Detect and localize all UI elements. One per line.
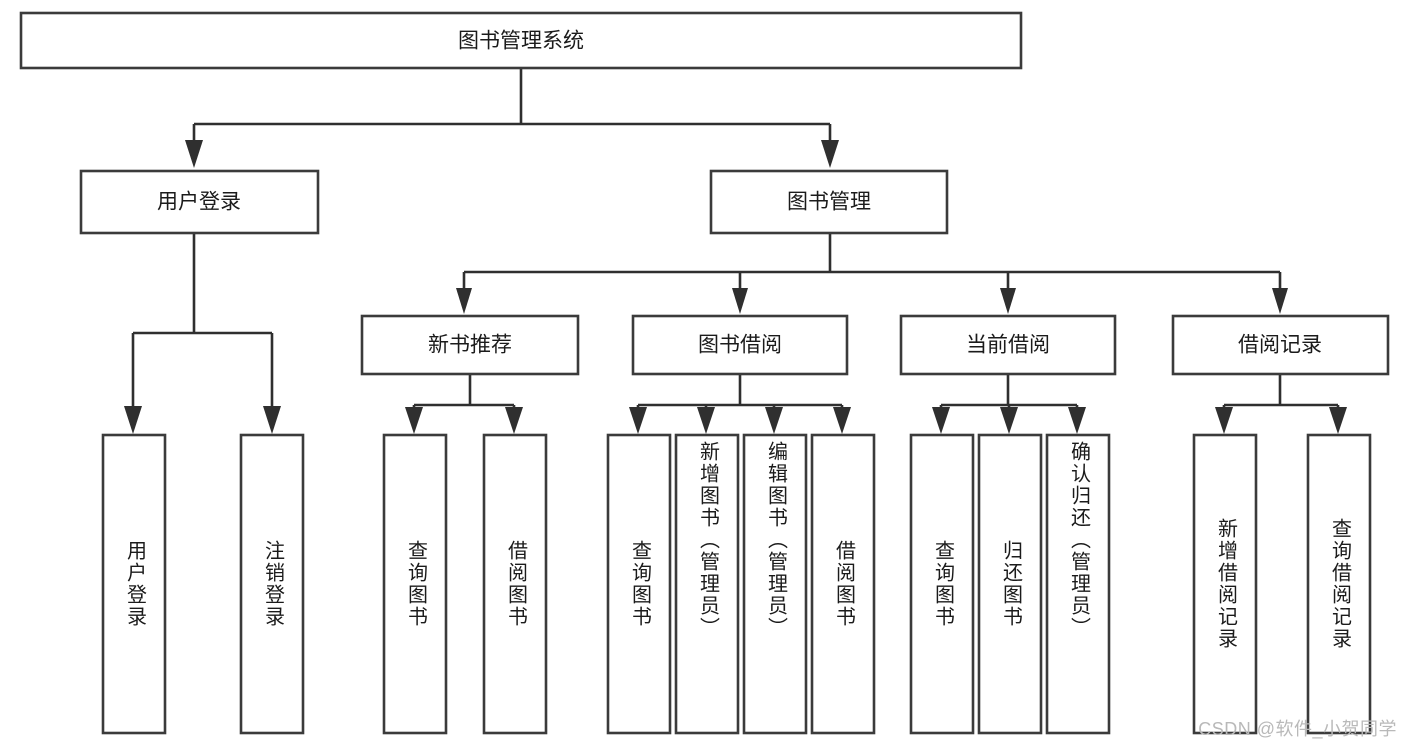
leaf-box-query-record[interactable]	[1306, 433, 1372, 735]
node-new-book-recommend-box[interactable]	[360, 314, 580, 376]
arrow-head-leaf-query-record	[1329, 407, 1347, 434]
arrow-head-leaf-add-book	[697, 407, 715, 434]
arrow-head-leaf-user-logout	[263, 406, 281, 434]
leaf-box-user-login[interactable]	[101, 433, 167, 735]
arrow-head-leaf-borrow-book-1	[505, 407, 523, 434]
node-current-borrow-label: 当前借阅	[966, 334, 1050, 357]
node-book-borrow-box[interactable]	[631, 314, 849, 376]
arrow-head-user-login	[185, 140, 203, 168]
arrow-head-leaf-edit-book	[765, 407, 783, 434]
node-book-manage-label: 图书管理	[787, 191, 871, 214]
connector-group-borrow-record	[1215, 374, 1347, 434]
connector-group-user-login	[124, 233, 281, 434]
node-user-login-box[interactable]	[79, 169, 320, 235]
node-book-borrow[interactable]: 图书借阅	[631, 314, 849, 376]
leaf-box-query-book-1[interactable]	[382, 433, 448, 735]
arrow-head-leaf-confirm-return	[1068, 407, 1086, 434]
leaf-box-borrow-book-1[interactable]	[482, 433, 548, 735]
leaf-box-query-book-2[interactable]	[606, 433, 672, 735]
leaf-box-add-book[interactable]	[674, 433, 740, 735]
node-root-box[interactable]	[19, 11, 1023, 70]
arrow-head-book-manage	[821, 140, 839, 168]
leaf-box-edit-book[interactable]	[742, 433, 808, 735]
connector-group-book-manage	[456, 233, 1288, 314]
arrow-head-leaf-return-book	[1000, 407, 1018, 434]
arrow-head-borrow-record	[1272, 288, 1288, 314]
arrow-head-leaf-user-login	[124, 406, 142, 434]
node-book-manage-box[interactable]	[709, 169, 949, 235]
leaf-box-query-book-3[interactable]	[909, 433, 975, 735]
csdn-watermark: CSDN @软件_小贺同学	[1198, 719, 1397, 739]
arrow-head-book-borrow	[732, 288, 748, 314]
leaf-box-borrow-book-2[interactable]	[810, 433, 876, 735]
node-current-borrow[interactable]: 当前借阅	[899, 314, 1117, 376]
node-book-manage[interactable]: 图书管理	[709, 169, 949, 235]
node-user-login-label: 用户登录	[157, 191, 241, 214]
leaf-box-return-book[interactable]	[977, 433, 1043, 735]
node-user-login[interactable]: 用户登录	[79, 169, 320, 235]
node-new-book-recommend[interactable]: 新书推荐	[360, 314, 580, 376]
leaf-box-confirm-return[interactable]	[1045, 433, 1111, 735]
node-current-borrow-box[interactable]	[899, 314, 1117, 376]
leaf-box-add-record[interactable]	[1192, 433, 1258, 735]
node-borrow-record-box[interactable]	[1171, 314, 1390, 376]
node-borrow-record[interactable]: 借阅记录	[1171, 314, 1390, 376]
node-borrow-record-label: 借阅记录	[1238, 334, 1322, 357]
arrow-head-leaf-query-book-2	[629, 407, 647, 434]
arrow-head-leaf-borrow-book-2	[833, 407, 851, 434]
arrow-head-new-book-recommend	[456, 288, 472, 314]
connector-group-book-borrow	[629, 374, 851, 434]
node-book-borrow-label: 图书借阅	[698, 334, 782, 357]
connector-group-root	[185, 68, 839, 168]
connector-group-new-book-recommend	[405, 374, 523, 434]
arrow-head-leaf-query-book-3	[932, 407, 950, 434]
connector-group-current-borrow	[932, 374, 1086, 434]
arrow-head-leaf-query-book-1	[405, 407, 423, 434]
node-root-label: 图书管理系统	[458, 30, 584, 53]
arrow-head-current-borrow	[1000, 288, 1016, 314]
leaf-box-user-logout[interactable]	[239, 433, 305, 735]
node-root[interactable]: 图书管理系统	[19, 11, 1023, 70]
arrow-head-leaf-add-record	[1215, 407, 1233, 434]
leaf-boxes	[101, 433, 1372, 735]
node-new-book-recommend-label: 新书推荐	[428, 334, 512, 357]
